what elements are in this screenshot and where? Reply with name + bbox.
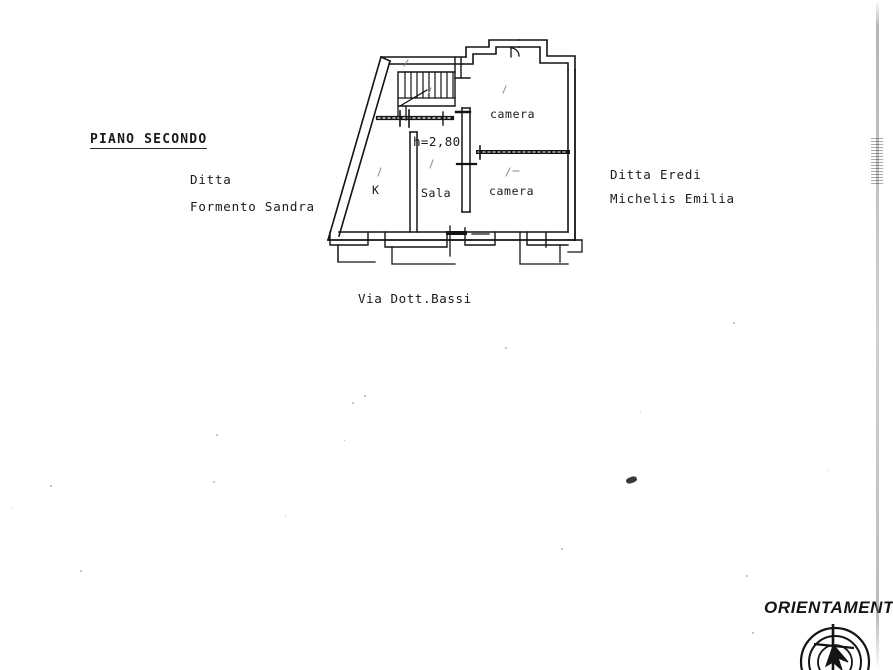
scan-speck — [352, 402, 354, 404]
owner-right-line1: Ditta Eredi — [610, 167, 702, 182]
scan-speck — [640, 412, 641, 413]
compass-rose — [792, 618, 878, 670]
scan-speck — [213, 481, 215, 483]
room-label-bedroom-2: camera — [489, 184, 535, 198]
scan-edge-vertical-text — [871, 138, 883, 186]
scan-speck — [828, 470, 829, 471]
street-label: Via Dott.Bassi — [358, 291, 472, 306]
ceiling-height-note: h=2,80 — [413, 134, 461, 149]
page-title: PIANO SECONDO — [90, 132, 208, 149]
room-label-kitchen: K — [372, 183, 380, 197]
scan-speck — [285, 515, 286, 516]
scan-speck — [561, 548, 563, 550]
scan-smudge — [625, 475, 638, 485]
scan-speck — [50, 485, 52, 487]
scan-speck — [216, 434, 218, 436]
scan-speck — [80, 570, 82, 572]
orientation-label: ORIENTAMENTO — [764, 598, 893, 617]
scan-speck — [344, 440, 345, 441]
owner-right-line2: Michelis Emilia — [610, 191, 735, 206]
scan-speck — [752, 632, 754, 634]
scan-speck — [505, 347, 507, 349]
scan-speck — [746, 575, 748, 577]
scan-edge-strip — [876, 0, 879, 670]
room-label-living: Sala — [421, 186, 452, 200]
owner-left-line2: Formento Sandra — [190, 199, 315, 214]
scan-speck — [12, 508, 13, 509]
scan-speck — [733, 322, 735, 324]
owner-left-line1: Ditta — [190, 172, 232, 187]
room-label-bedroom-1: camera — [490, 107, 536, 121]
scan-speck — [364, 395, 366, 397]
